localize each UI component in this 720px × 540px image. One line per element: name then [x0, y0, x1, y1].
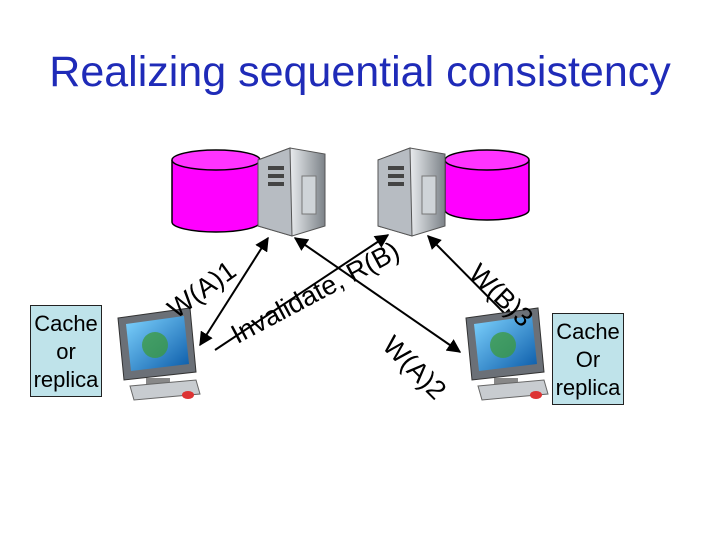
server-icon [257, 147, 326, 237]
left-cache-box: Cache or replica [30, 305, 102, 397]
left-cache-line3: replica [33, 367, 99, 392]
arrow-right-server [427, 235, 514, 323]
right-cache-box: Cache Or replica [552, 313, 624, 405]
computer-icon [465, 307, 549, 401]
right-cache-line2: Or [575, 347, 601, 372]
arrow-server-right [293, 237, 462, 353]
left-cache-line2: or [56, 339, 76, 364]
left-cache-line1: Cache [34, 311, 98, 336]
arrow-left-server [199, 236, 269, 347]
right-cache-line3: replica [555, 375, 621, 400]
database-icon [171, 149, 261, 233]
server-icon [377, 147, 446, 237]
database-icon [444, 149, 530, 221]
page-title: Realizing sequential consistency [49, 48, 671, 96]
computer-icon [117, 307, 201, 401]
right-cache-line1: Cache [556, 319, 620, 344]
